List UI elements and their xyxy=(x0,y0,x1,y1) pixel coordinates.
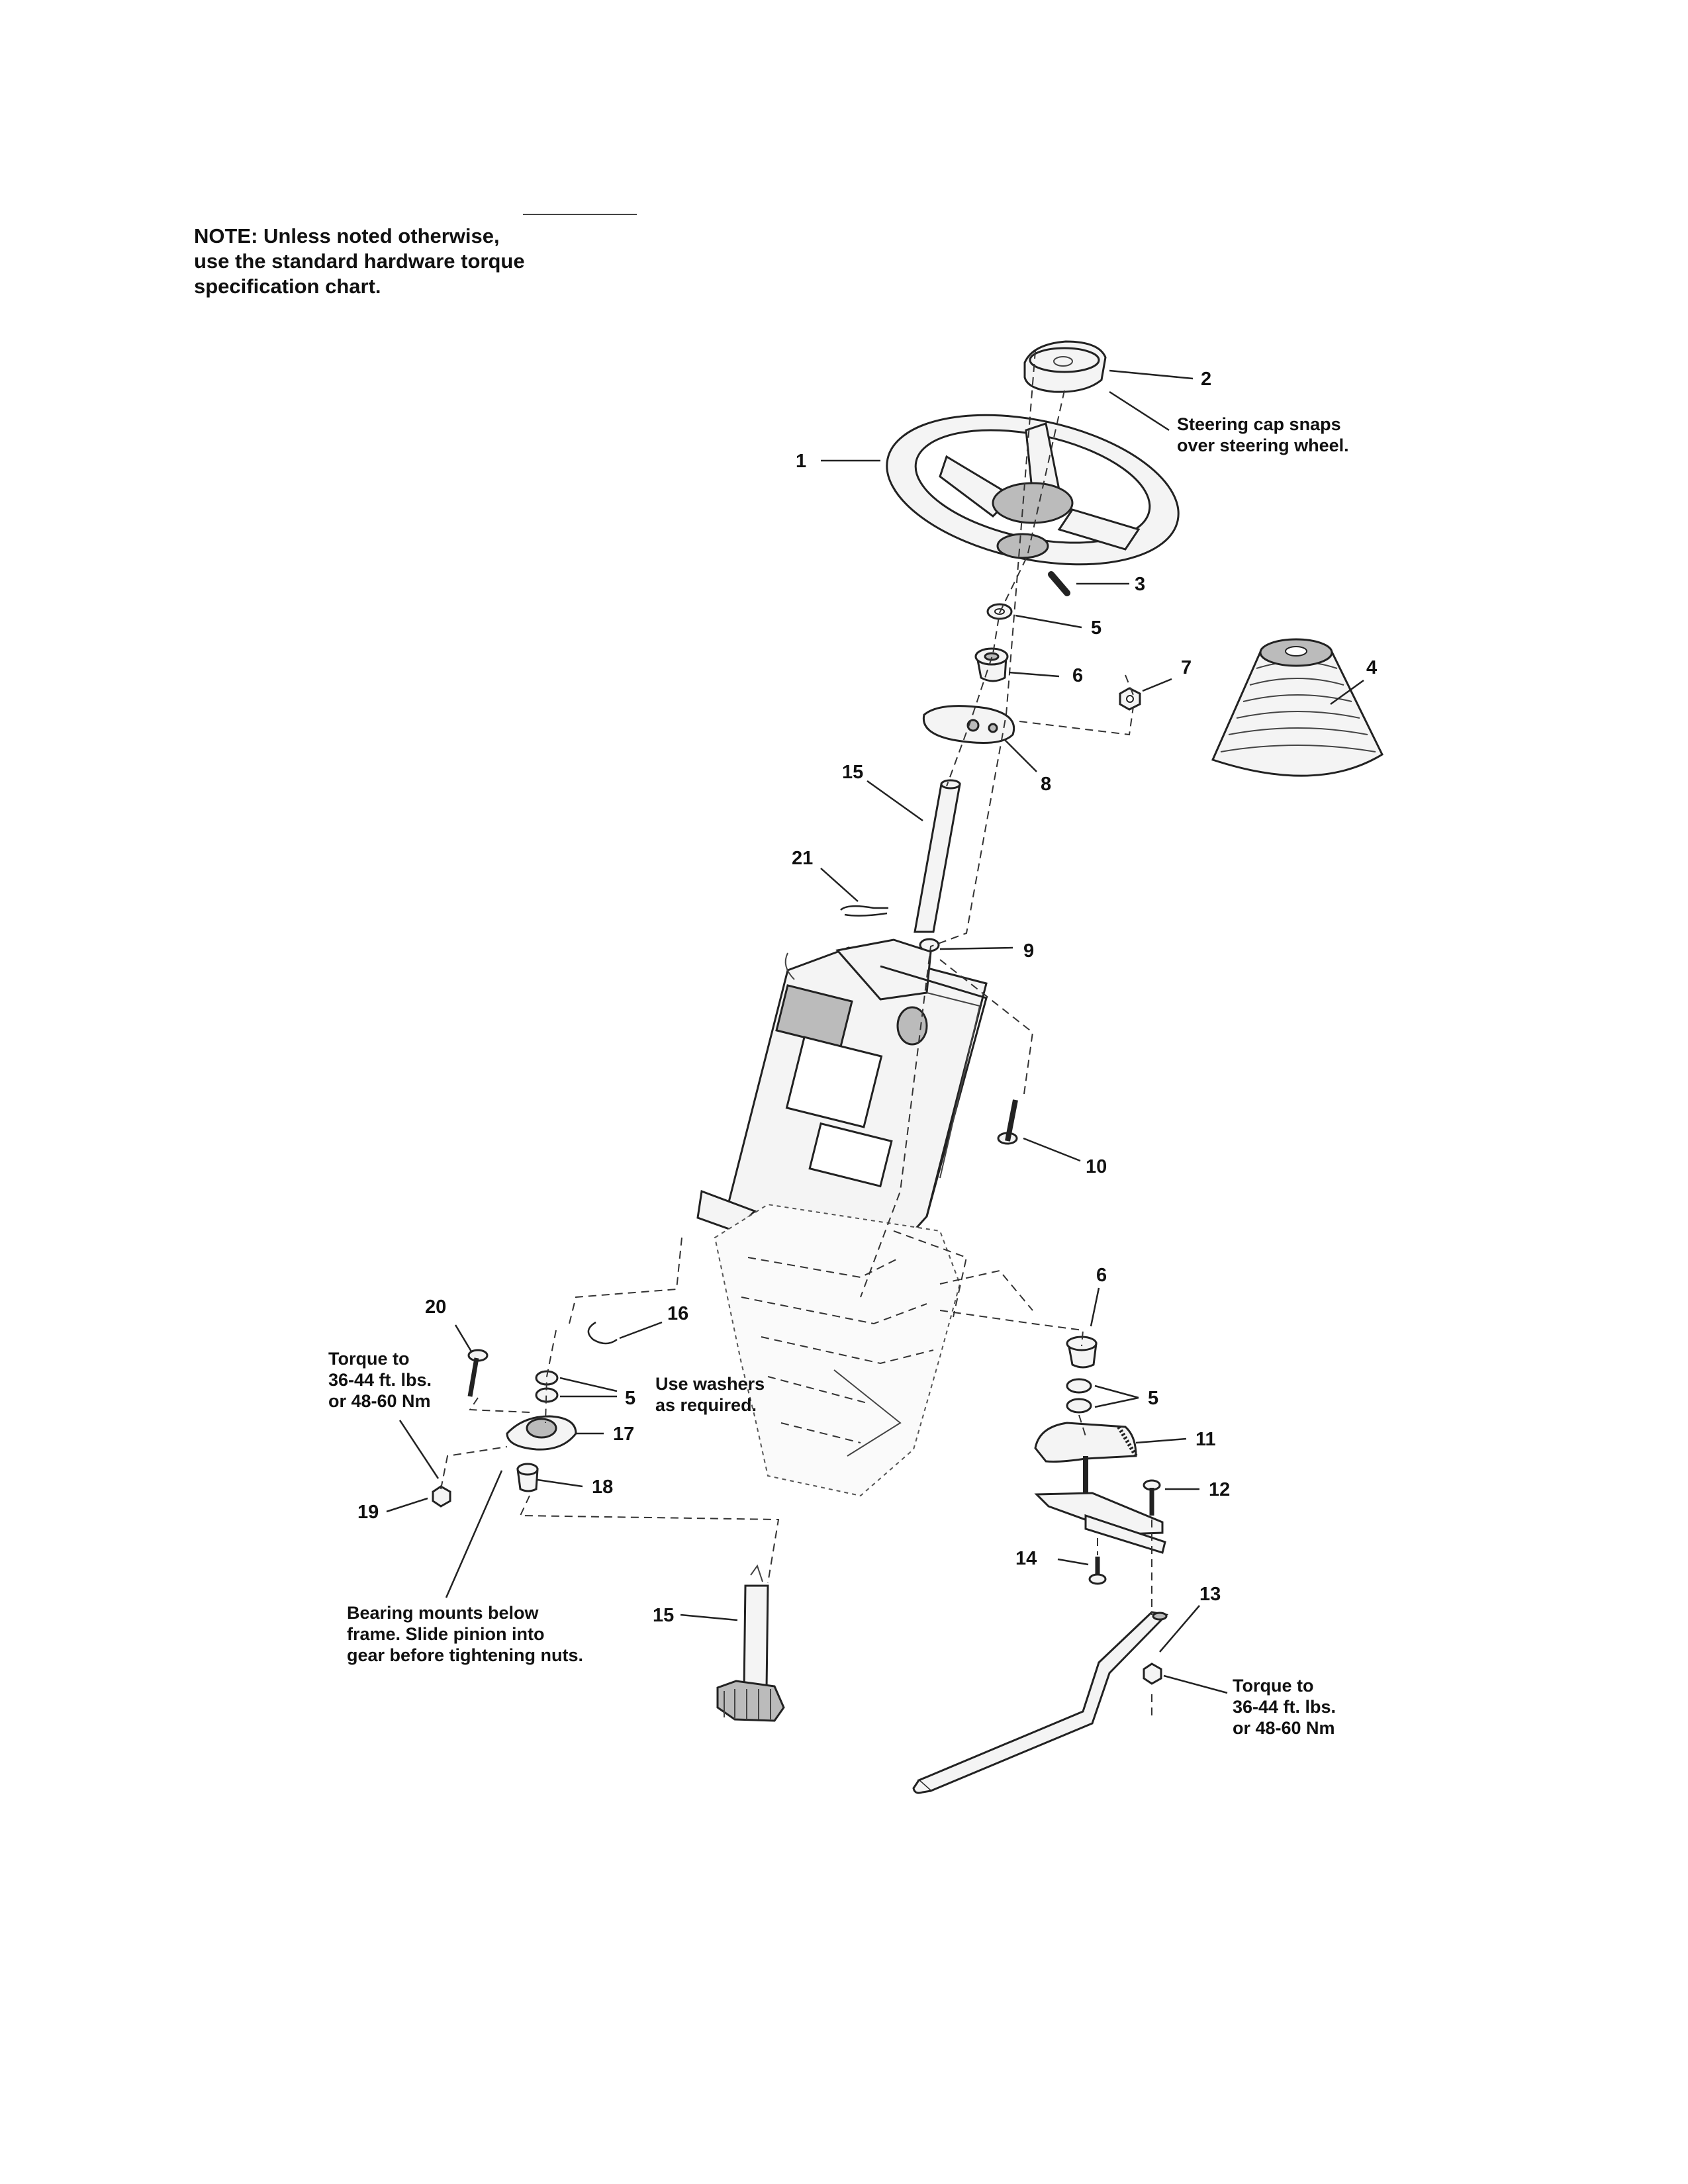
callout-steering-cap-line-2: over steering wheel. xyxy=(1177,435,1349,455)
retaining-clip xyxy=(587,1321,618,1345)
sector-gear xyxy=(1034,1422,1166,1554)
label-15-upper: 15 xyxy=(842,762,863,783)
label-2: 2 xyxy=(1201,369,1211,390)
label-6-right: 6 xyxy=(1096,1265,1107,1286)
flange-bearing xyxy=(506,1415,577,1451)
label-3: 3 xyxy=(1135,574,1145,595)
hardware-note: NOTE: Unless noted otherwise, use the st… xyxy=(194,224,657,299)
drag-link xyxy=(912,1611,1169,1794)
callout-steering-cap-line-1: Steering cap snaps xyxy=(1177,414,1341,434)
label-5-left: 5 xyxy=(625,1388,635,1409)
bolt-10 xyxy=(997,1099,1018,1145)
steering-boot xyxy=(1211,638,1383,777)
callout-bearing-line-3: gear before tightening nuts. xyxy=(347,1645,583,1665)
label-16: 16 xyxy=(667,1303,688,1324)
callout-bearing-line-1: Bearing mounts below xyxy=(347,1603,539,1623)
label-8: 8 xyxy=(1041,774,1051,795)
note-line-2: use the standard hardware torque xyxy=(194,250,525,273)
assembly-lines xyxy=(440,350,1152,1721)
roll-pin xyxy=(1048,571,1070,596)
callout-torque-right: Torque to 36-44 ft. lbs. or 48-60 Nm xyxy=(1233,1676,1336,1738)
label-5-right: 5 xyxy=(1148,1388,1158,1409)
label-20: 20 xyxy=(425,1297,446,1318)
label-21: 21 xyxy=(792,848,813,869)
callout-torque-right-line-1: Torque to xyxy=(1233,1676,1313,1696)
label-10: 10 xyxy=(1086,1156,1107,1177)
callout-torque-left-line-1: Torque to xyxy=(328,1349,409,1369)
label-6-upper: 6 xyxy=(1072,665,1083,686)
label-14: 14 xyxy=(1015,1548,1037,1569)
bolt-14 xyxy=(1088,1557,1107,1585)
hex-nut-13 xyxy=(1143,1662,1162,1685)
callout-torque-right-line-2: 36-44 ft. lbs. xyxy=(1233,1697,1336,1717)
label-19: 19 xyxy=(357,1502,379,1523)
steering-shaft-pinion xyxy=(716,1564,785,1722)
steering-wheel xyxy=(886,414,1180,566)
label-13: 13 xyxy=(1199,1584,1221,1605)
callout-bearing-line-2: frame. Slide pinion into xyxy=(347,1624,545,1644)
label-7: 7 xyxy=(1181,657,1192,678)
label-12: 12 xyxy=(1209,1479,1230,1500)
label-18: 18 xyxy=(592,1477,613,1498)
callout-use-washers-line-1: Use washers xyxy=(655,1374,765,1394)
callout-use-washers-line-2: as required. xyxy=(655,1395,757,1415)
label-15-lower: 15 xyxy=(653,1605,674,1626)
washers-right xyxy=(1066,1378,1092,1414)
bushing-18 xyxy=(516,1463,539,1492)
label-9: 9 xyxy=(1023,940,1034,962)
steering-shaft-upper xyxy=(914,779,961,933)
callout-torque-right-line-3: or 48-60 Nm xyxy=(1233,1718,1335,1738)
label-17: 17 xyxy=(613,1424,634,1445)
label-1: 1 xyxy=(796,451,806,472)
label-4: 4 xyxy=(1366,657,1377,678)
bushing-upper xyxy=(974,647,1009,682)
leader-lines xyxy=(386,369,1364,1694)
note-line-1: NOTE: Unless noted otherwise, xyxy=(194,224,500,248)
callout-torque-left: Torque to 36-44 ft. lbs. or 48-60 Nm xyxy=(328,1349,432,1411)
chassis-frame xyxy=(714,1203,1033,1497)
bolt-20 xyxy=(467,1349,489,1397)
callout-steering-cap: Steering cap snaps over steering wheel. xyxy=(1177,414,1349,455)
callout-use-washers: Use washers as required. xyxy=(655,1374,765,1415)
bushing-right xyxy=(1066,1336,1098,1369)
note-line-3: specification chart. xyxy=(194,275,381,298)
callout-torque-left-line-2: 36-44 ft. lbs. xyxy=(328,1370,432,1390)
label-11: 11 xyxy=(1196,1429,1216,1450)
steering-support-frame xyxy=(696,938,988,1259)
label-5-upper: 5 xyxy=(1091,617,1102,639)
part-labels: 2 1 3 5 6 7 4 8 15 21 9 10 16 20 5 17 18… xyxy=(357,369,1377,1626)
hex-nut-upper xyxy=(1119,687,1141,711)
callout-torque-left-line-3: or 48-60 Nm xyxy=(328,1391,431,1411)
steering-cap xyxy=(1023,340,1107,393)
cotter-pin xyxy=(840,905,888,917)
callout-bearing: Bearing mounts below frame. Slide pinion… xyxy=(347,1603,583,1665)
bolt-12 xyxy=(1143,1479,1161,1516)
hex-nut-19 xyxy=(432,1485,451,1508)
